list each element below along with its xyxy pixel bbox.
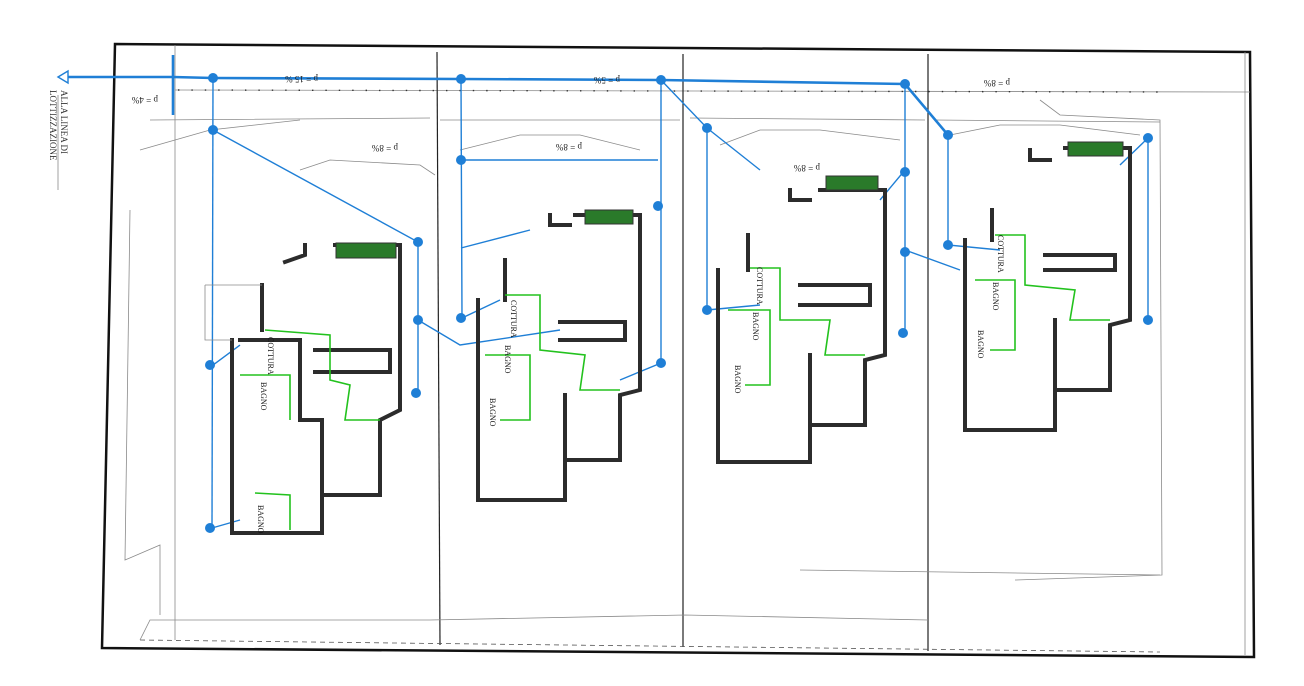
planter	[335, 242, 397, 259]
room-label: BAGNO	[256, 505, 265, 534]
room-label: BAGNO	[733, 365, 742, 394]
outlet-arrow-icon	[56, 69, 69, 85]
slope-label: p = 8%	[983, 78, 1010, 88]
room-label: BAGNO	[976, 330, 985, 359]
planter	[1067, 141, 1124, 157]
room-label: COTTURA	[755, 267, 764, 305]
room-label: BAGNO	[751, 312, 760, 341]
outlet-label-line2: LOTTIZZAZIONE	[48, 90, 58, 161]
room-label: BAGNO	[259, 382, 268, 411]
sheet-frame	[100, 42, 1256, 659]
room-label: BAGNO	[503, 345, 512, 374]
slope-label: p = 8%	[371, 143, 398, 153]
manhole-nodes	[205, 73, 1153, 533]
room-label: BAGNO	[488, 398, 497, 427]
room-labels: COTTURA BAGNO BAGNO COTTURA BAGNO BAGNO …	[256, 235, 1005, 534]
room-label: COTTURA	[266, 337, 275, 375]
room-label: BAGNO	[991, 282, 1000, 311]
unit-4-walls	[963, 141, 1132, 432]
unit-2-walls	[476, 209, 642, 502]
unit-3-walls	[716, 175, 887, 464]
lot-boundaries	[124, 51, 1163, 653]
outlet-label-line1: ALLA LINEA DI	[59, 90, 69, 154]
main-drain-line	[56, 55, 949, 136]
room-label: COTTURA	[996, 235, 1005, 273]
slope-label: p = 4%	[131, 95, 158, 105]
slope-labels: p = 4% p = 15 % p = 5% p = 8% p = 8% p =…	[131, 74, 1010, 173]
branch-pipes	[211, 77, 1149, 529]
slope-label: p = 5%	[593, 75, 620, 85]
slope-label: p = 8%	[555, 142, 582, 152]
outlet-label: ALLA LINEA DI LOTTIZZAZIONE	[48, 90, 69, 190]
slope-label: p = 15 %	[285, 74, 318, 84]
planter	[584, 209, 634, 225]
slope-label: p = 8%	[793, 163, 820, 173]
planter	[825, 175, 879, 191]
room-label: COTTURA	[509, 300, 518, 338]
unit-1-walls	[204, 242, 402, 535]
